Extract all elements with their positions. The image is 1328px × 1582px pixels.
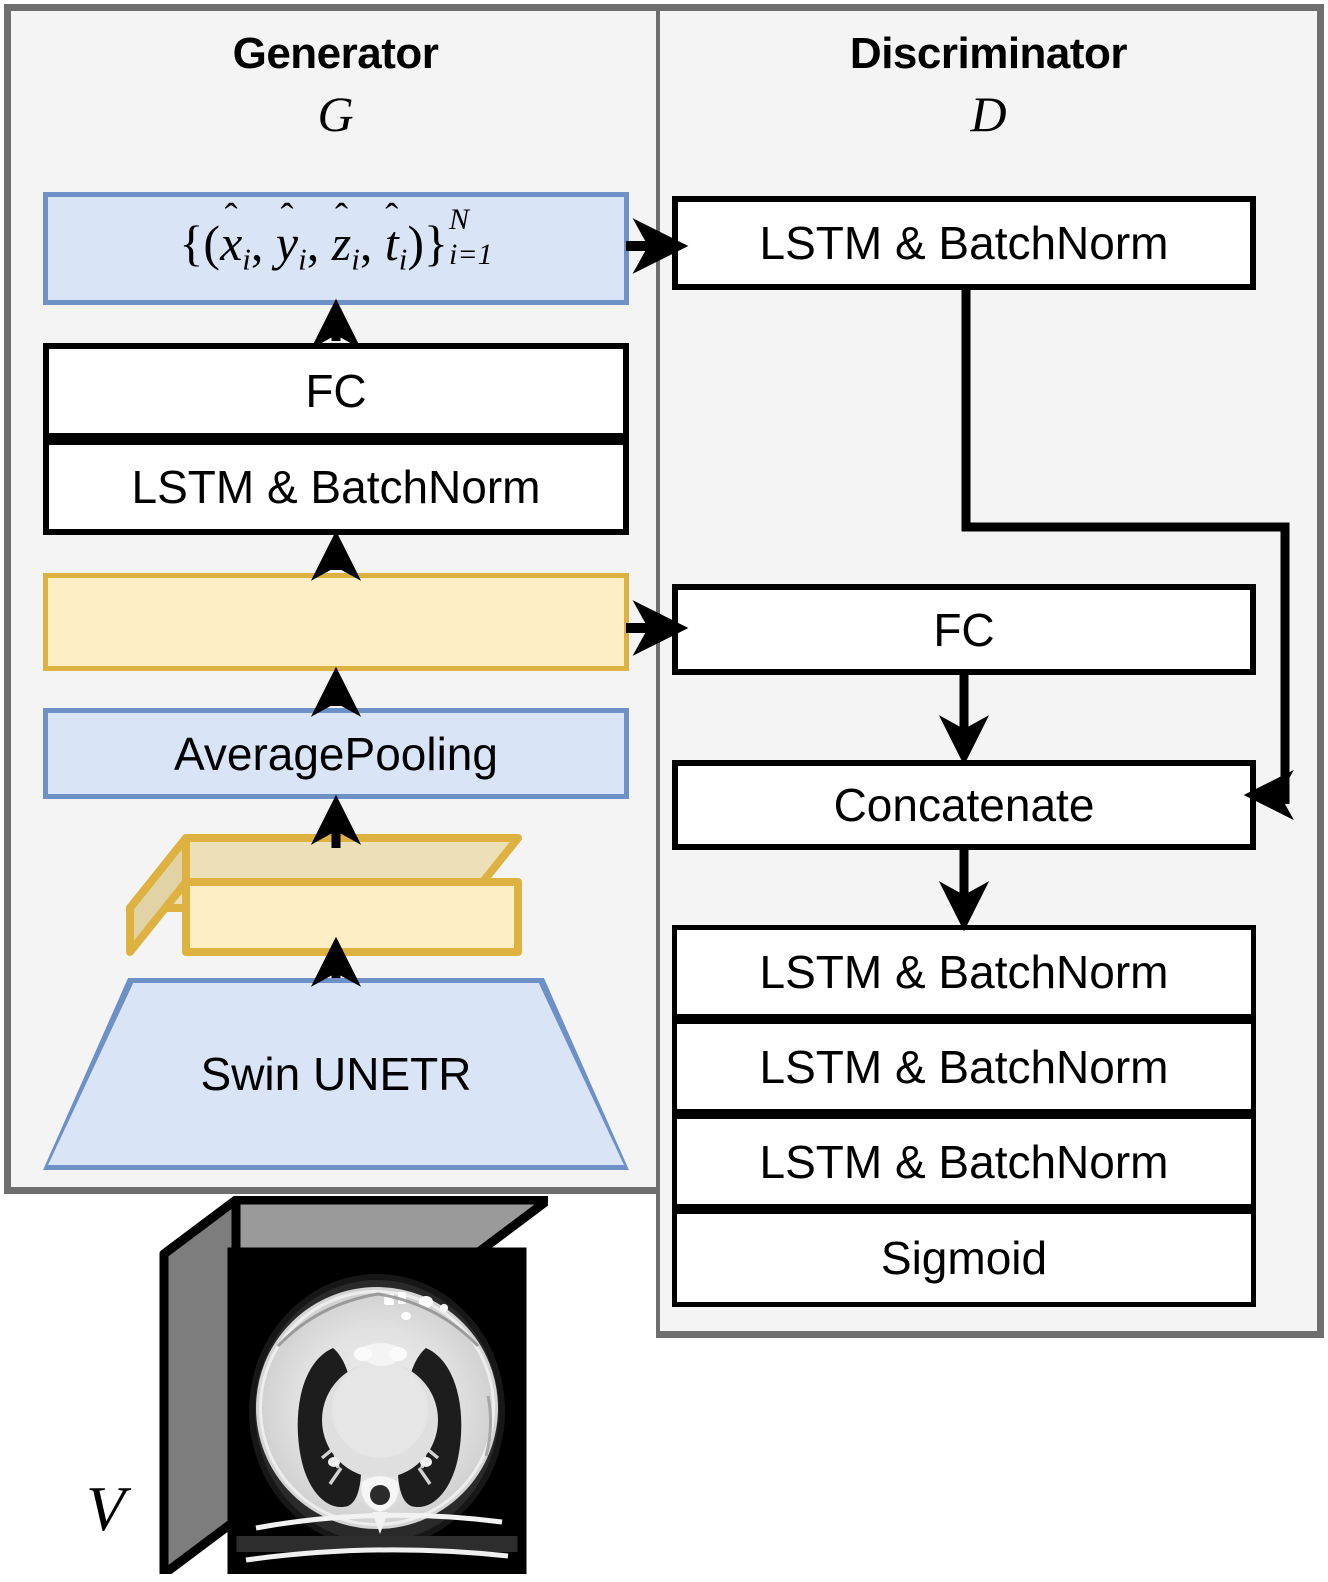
ct-volume xyxy=(158,1196,548,1574)
generator-lstm-batchnorm-block: LSTM & BatchNorm xyxy=(43,439,629,535)
discriminator-concatenate-label: Concatenate xyxy=(833,779,1095,831)
generator-swin-unetr-label: Swin UNETR xyxy=(200,1048,472,1100)
discriminator-fc-block: FC xyxy=(672,584,1256,675)
swin-unetr-fill xyxy=(48,983,624,1165)
generator-output-box: {(̂xi, ̂yi, ̂zi, ̂ti)}Ni=1 xyxy=(43,192,629,305)
generator-feature-volume-slab xyxy=(118,818,538,958)
generator-output-formula: {(̂xi, ̂yi, ̂zi, ̂ti)}Ni=1 xyxy=(179,202,493,277)
discriminator-lstm-batchnorm-2-label: LSTM & BatchNorm xyxy=(759,1040,1169,1093)
generator-symbol: G xyxy=(317,86,354,142)
generator-swin-unetr-block: Swin UNETR xyxy=(43,978,629,1170)
discriminator-concatenate-block: Concatenate xyxy=(672,760,1256,850)
ct-volume-label: V xyxy=(86,1473,126,1544)
discriminator-lstm-batchnorm-top: LSTM & BatchNorm xyxy=(672,196,1256,290)
generator-lstm-batchnorm-label: LSTM & BatchNorm xyxy=(131,461,541,513)
discriminator-sigmoid-block: Sigmoid xyxy=(672,1209,1256,1307)
discriminator-fc-label: FC xyxy=(933,603,995,656)
discriminator-lstm-batchnorm-1-label: LSTM & BatchNorm xyxy=(759,946,1169,998)
discriminator-lstm-batchnorm-3: LSTM & BatchNorm xyxy=(672,1114,1256,1209)
discriminator-symbol: D xyxy=(970,86,1007,142)
generator-fc-label: FC xyxy=(305,365,367,417)
generator-fc-block: FC xyxy=(43,343,629,439)
generator-title: Generator xyxy=(232,29,439,78)
discriminator-sigmoid-label: Sigmoid xyxy=(880,1232,1048,1284)
generator-average-pooling-label: AveragePooling xyxy=(174,727,498,780)
generator-average-pooling-block: AveragePooling xyxy=(43,708,629,799)
generator-feature-bar xyxy=(43,573,629,671)
discriminator-lstm-batchnorm-3-label: LSTM & BatchNorm xyxy=(759,1135,1169,1188)
discriminator-title: Discriminator xyxy=(849,29,1128,78)
discriminator-lstm-batchnorm-1: LSTM & BatchNorm xyxy=(672,925,1256,1019)
discriminator-lstm-batchnorm-top-label: LSTM & BatchNorm xyxy=(759,217,1169,269)
discriminator-lstm-batchnorm-2: LSTM & BatchNorm xyxy=(672,1019,1256,1114)
